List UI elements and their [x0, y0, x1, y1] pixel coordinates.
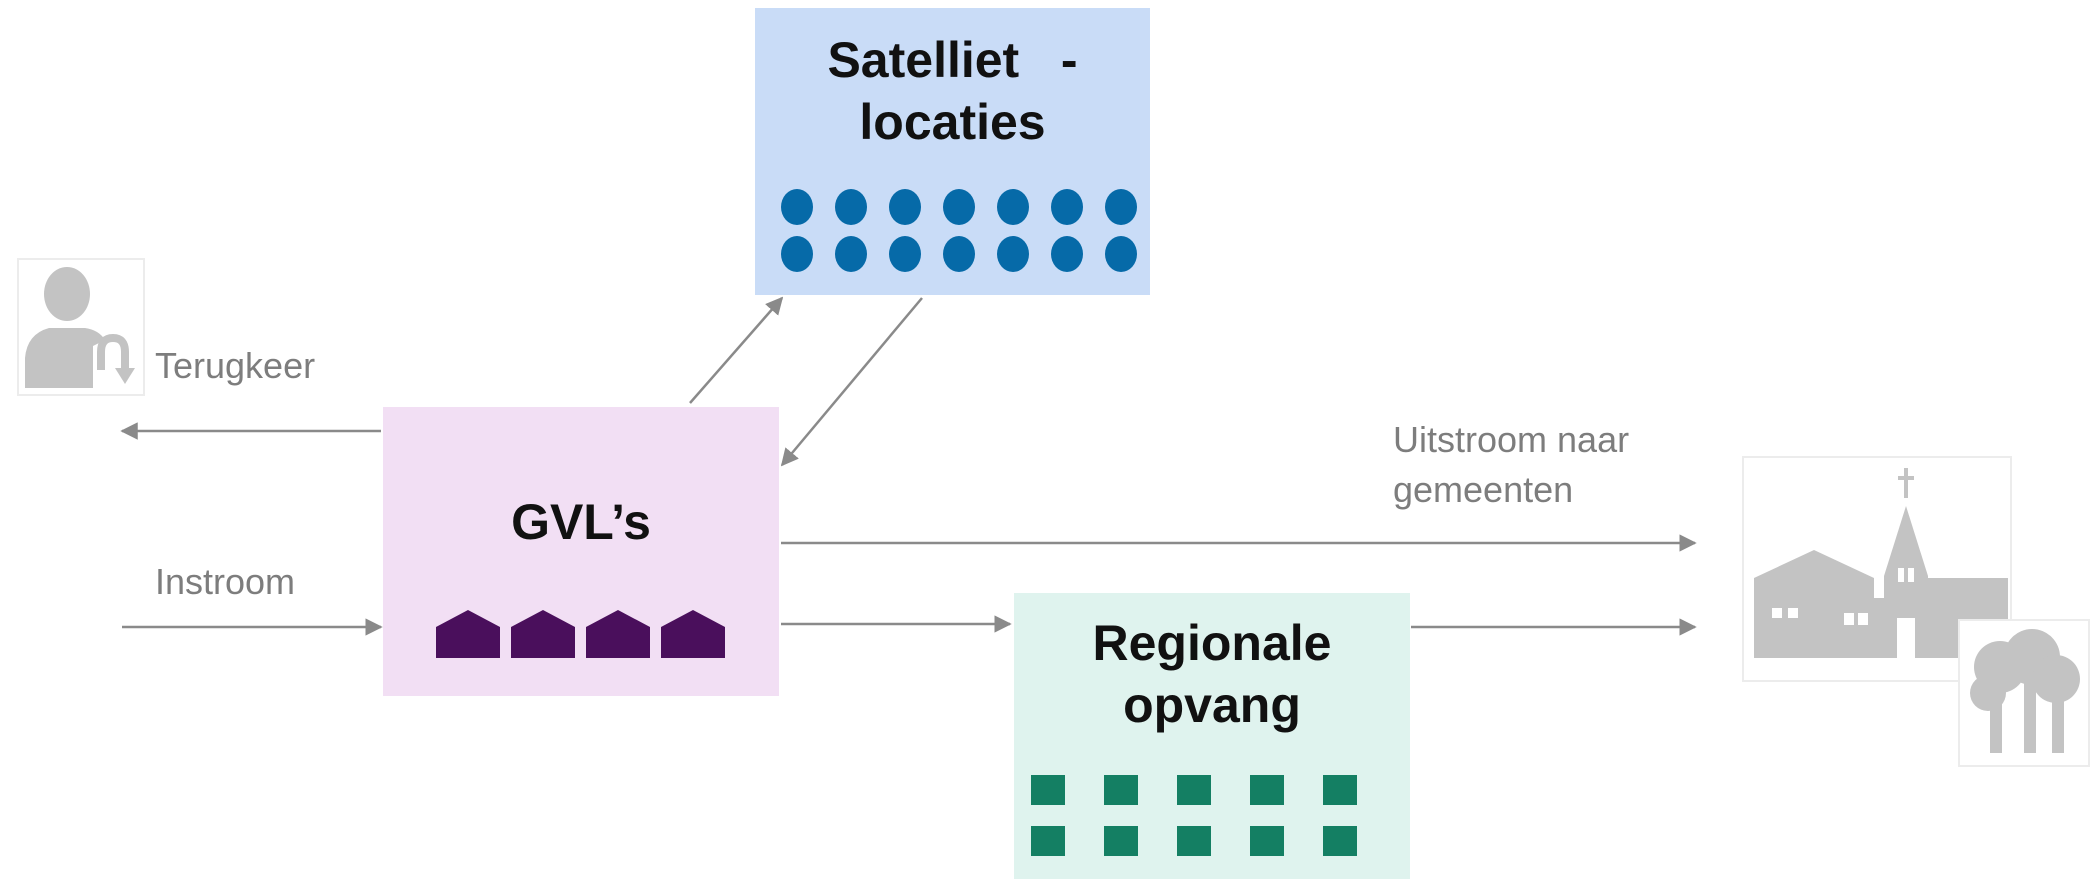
- location-dot: [781, 236, 813, 272]
- house-icon: [511, 610, 575, 658]
- arrow-satellite-to-gvl: [780, 297, 923, 467]
- location-dot: [781, 189, 813, 225]
- house-icon: [661, 610, 725, 658]
- trees-icon: [1958, 619, 2090, 767]
- location-dot: [1105, 189, 1137, 225]
- gvl-box: GVL’s: [383, 407, 779, 696]
- location-dot: [835, 236, 867, 272]
- regional-title-line1: Regionale: [1092, 615, 1332, 671]
- reception-square: [1250, 775, 1284, 805]
- label-uitstroom-line2: gemeenten: [1393, 469, 1574, 510]
- reception-square: [1250, 826, 1284, 856]
- gvl-title: GVL’s: [511, 494, 651, 550]
- arrow-gvl-to-satellite: [689, 296, 784, 404]
- location-dot: [835, 189, 867, 225]
- house-icon: [436, 610, 500, 658]
- reception-square: [1031, 826, 1065, 856]
- satellite-title-line2: locaties: [859, 94, 1046, 150]
- location-dot: [889, 236, 921, 272]
- location-dot: [997, 236, 1029, 272]
- reception-square: [1323, 775, 1357, 805]
- location-dot: [1051, 236, 1083, 272]
- regional-title-line2: opvang: [1123, 677, 1301, 733]
- location-dot: [943, 189, 975, 225]
- satellite-title-line1: Satelliet -: [827, 32, 1078, 88]
- reception-square: [1323, 826, 1357, 856]
- satellite-dots: [781, 189, 1137, 272]
- reception-square: [1104, 775, 1138, 805]
- regional-reception-box: Regionale opvang: [1014, 593, 1410, 879]
- location-dot: [997, 189, 1029, 225]
- person-return-icon: [17, 258, 145, 396]
- location-dot: [1051, 189, 1083, 225]
- reception-square: [1031, 775, 1065, 805]
- reception-square: [1177, 775, 1211, 805]
- reception-square: [1104, 826, 1138, 856]
- location-dot: [1105, 236, 1137, 272]
- location-dot: [943, 236, 975, 272]
- reception-square: [1177, 826, 1211, 856]
- house-icon: [586, 610, 650, 658]
- label-terugkeer: Terugkeer: [155, 345, 316, 386]
- regional-squares: [1031, 775, 1357, 856]
- label-uitstroom-line1: Uitstroom naar: [1393, 419, 1630, 460]
- location-dot: [889, 189, 921, 225]
- gvl-houses: [436, 610, 725, 658]
- label-instroom: Instroom: [155, 561, 296, 602]
- satellite-locations-box: Satelliet - locaties: [755, 8, 1150, 295]
